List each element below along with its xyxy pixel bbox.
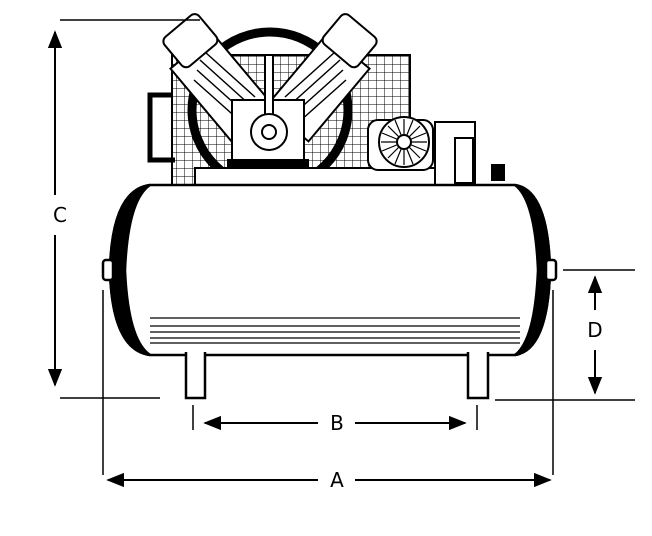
compressor-head xyxy=(147,13,505,214)
dimension-d-label: D xyxy=(587,318,602,342)
left-fitting xyxy=(101,258,115,282)
dimension-b-label: B xyxy=(330,411,344,435)
right-fitting xyxy=(544,258,558,282)
right-end-cap xyxy=(514,183,552,357)
left-leg xyxy=(184,352,207,400)
intake-pipe xyxy=(147,92,175,163)
right-leg xyxy=(466,352,490,400)
dimension-c-label: C xyxy=(53,203,67,227)
motor xyxy=(367,116,434,171)
left-end-cap xyxy=(108,183,151,357)
air-tank xyxy=(101,183,558,400)
dimension-a-label: A xyxy=(330,468,344,492)
dimension-lines xyxy=(60,19,635,475)
